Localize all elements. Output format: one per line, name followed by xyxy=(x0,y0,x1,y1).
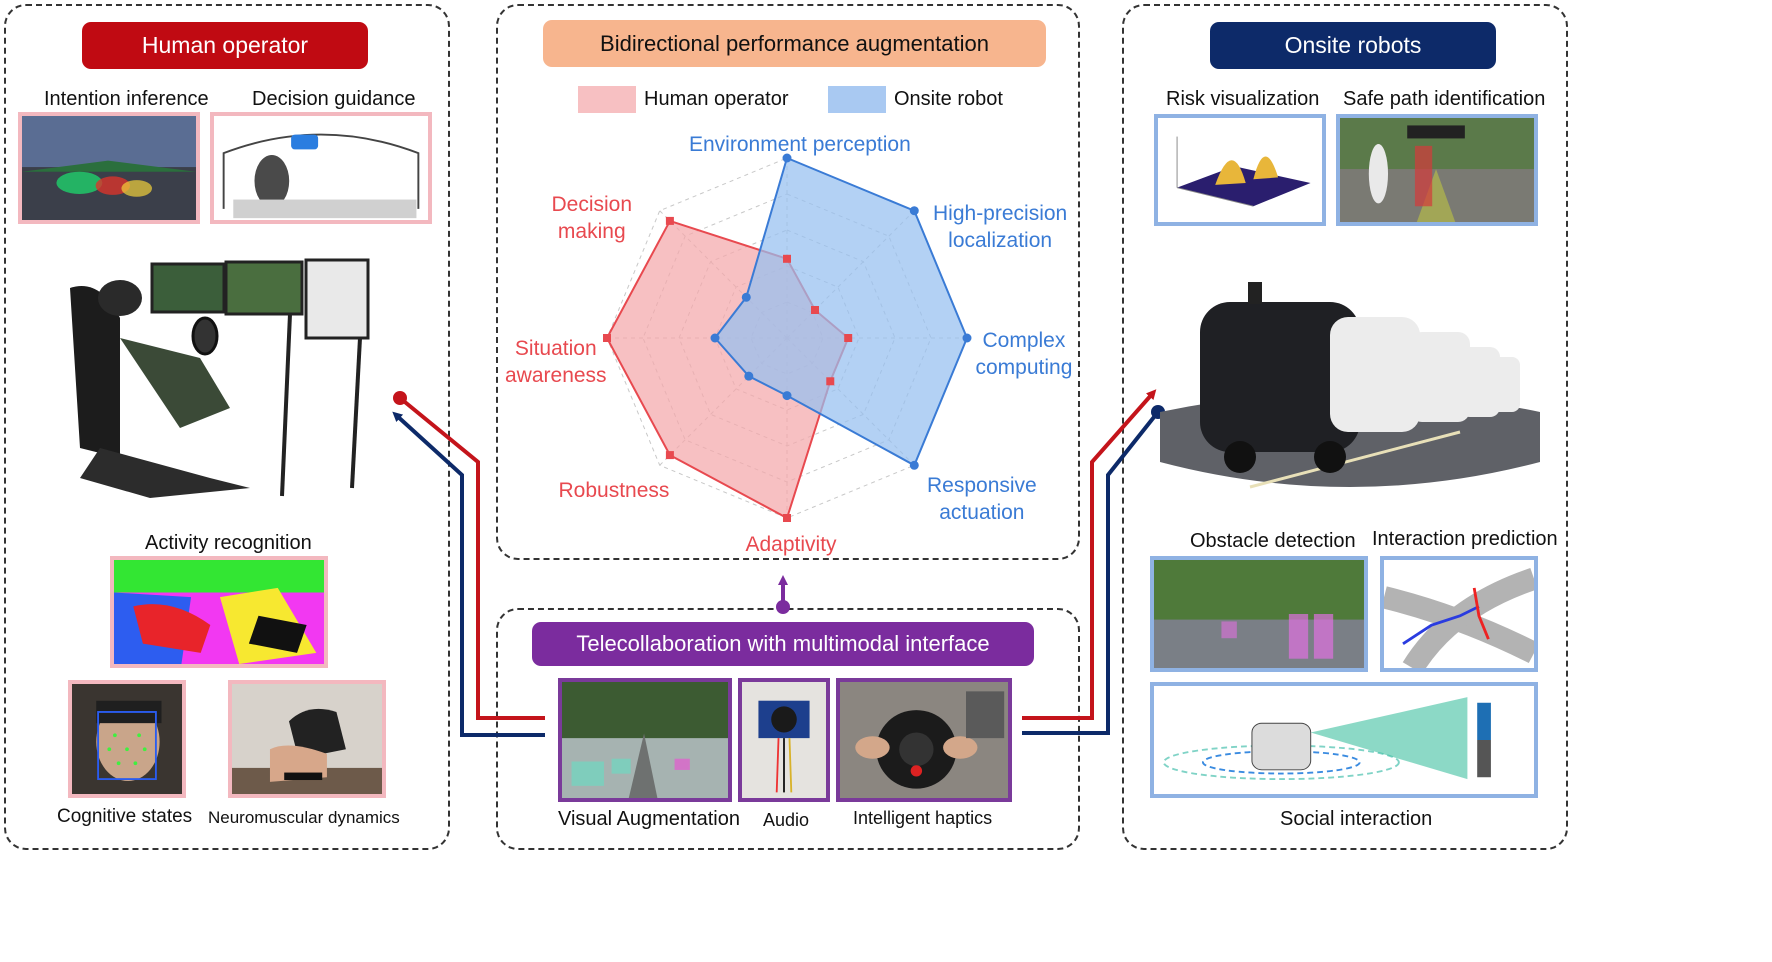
cognitive-states-label: Cognitive states xyxy=(57,806,193,827)
obstacle-detection-image xyxy=(1150,556,1368,672)
radar-axis-label: Adaptivity xyxy=(745,533,837,556)
interaction-prediction-image xyxy=(1380,556,1538,672)
audio-image xyxy=(738,678,830,802)
intention-inference-image xyxy=(18,112,200,224)
legend-label-robot: Onsite robot xyxy=(894,88,1003,110)
connector-navy-right xyxy=(1022,410,1160,735)
activity-recognition-label: Activity recognition xyxy=(145,532,312,554)
safe-path-image xyxy=(1336,114,1538,226)
audio-label: Audio xyxy=(763,810,810,830)
radar-point-robot xyxy=(741,292,751,302)
radar-point-human xyxy=(665,451,674,460)
decision-guidance-label: Decision guidance xyxy=(252,88,416,110)
intelligent-haptics-image xyxy=(836,678,1012,802)
radar-point-human xyxy=(603,334,611,342)
driving-simulator-image xyxy=(60,248,378,518)
intelligent-haptics-label: Intelligent haptics xyxy=(853,808,993,828)
human-operator-panel xyxy=(4,4,450,850)
legend-swatch-robot xyxy=(828,86,886,113)
radar-point-robot xyxy=(782,391,792,401)
radar-point-robot xyxy=(744,371,754,381)
radar-point-human xyxy=(811,305,820,314)
robot-fleet-image xyxy=(1160,262,1540,502)
radar-point-human xyxy=(665,216,674,225)
radar-point-human xyxy=(844,334,853,342)
social-interaction-image xyxy=(1150,682,1538,798)
radar-panel xyxy=(496,4,1080,560)
neuromuscular-dynamics-image xyxy=(228,680,386,798)
risk-visualization-label: Risk visualization xyxy=(1166,88,1320,110)
onsite-robots-title: Onsite robots xyxy=(1210,22,1496,69)
safe-path-label: Safe path identification xyxy=(1343,88,1546,110)
radar-point-human xyxy=(826,377,835,386)
legend-swatch-human xyxy=(578,86,636,113)
radar-axis-label: Robustness xyxy=(558,479,670,502)
human-operator-title: Human operator xyxy=(82,22,368,69)
radar-point-robot xyxy=(909,460,919,470)
risk-visualization-image xyxy=(1154,114,1326,226)
radar-point-robot xyxy=(710,333,720,343)
visual-augmentation-image xyxy=(558,678,732,802)
connector-navy-left xyxy=(392,411,545,737)
connector-red-right xyxy=(1022,389,1157,720)
obstacle-detection-label: Obstacle detection xyxy=(1190,530,1356,552)
interaction-prediction-label: Interaction prediction xyxy=(1372,528,1558,550)
social-interaction-label: Social interaction xyxy=(1280,808,1433,830)
visual-augmentation-label: Visual Augmentation xyxy=(558,808,740,830)
activity-recognition-image xyxy=(110,556,328,668)
radar-point-human xyxy=(783,514,791,522)
decision-guidance-image xyxy=(210,112,432,224)
radar-point-human xyxy=(783,254,791,263)
neuromuscular-dynamics-label: Neuromuscular dynamics xyxy=(208,808,400,827)
intention-inference-label: Intention inference xyxy=(44,88,209,110)
radar-axis-label: Environment perception xyxy=(689,133,911,156)
center-title: Bidirectional performance augmentation xyxy=(543,20,1046,67)
telecollaboration-title: Telecollaboration with multimodal interf… xyxy=(532,622,1034,666)
radar-point-robot xyxy=(782,153,792,163)
cognitive-states-image xyxy=(68,680,186,798)
legend-label-human: Human operator xyxy=(644,88,789,110)
connector-red-left xyxy=(398,396,545,720)
radar-point-robot xyxy=(962,333,972,343)
radar-point-robot xyxy=(909,206,919,216)
